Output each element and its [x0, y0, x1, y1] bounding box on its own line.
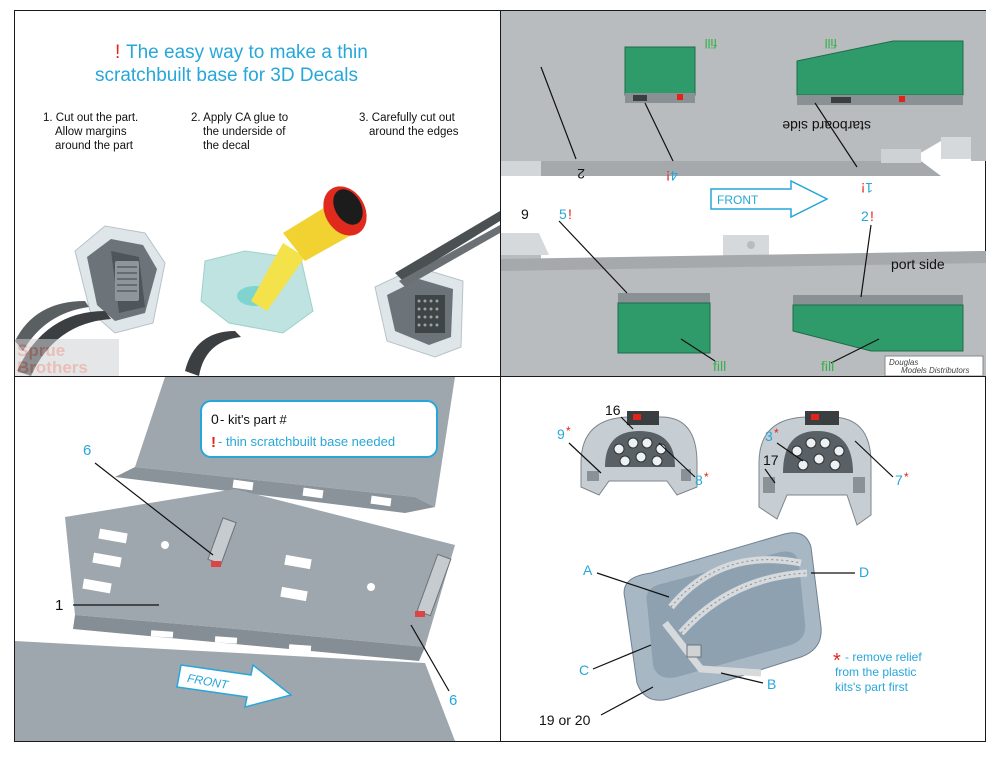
port-part-5: 5 [559, 206, 567, 222]
rudder-pedal-right [415, 553, 452, 617]
note-line2: from the plastic [835, 665, 916, 679]
cockpit-star-8: * [704, 470, 709, 484]
cockpit-part-16: 16 [605, 402, 621, 418]
pilot-seat [623, 532, 822, 701]
title-line2: scratchbuilt base for 3D Decals [95, 65, 358, 86]
note-star: * [833, 650, 841, 672]
step2-line3: the decal [203, 140, 250, 152]
cockpit-part-17: 17 [763, 452, 779, 468]
seat-part-A: A [583, 562, 593, 578]
title-bang: ! [115, 42, 120, 63]
starboard-bang-4: ! [666, 168, 670, 184]
cockpit-part-9: 9 [557, 426, 565, 442]
port-part-9: 9 [521, 206, 529, 222]
starboard-bang-1: ! [861, 180, 865, 196]
watermark-line1: Sprue [17, 341, 65, 360]
legend-bang: ! [211, 434, 216, 451]
seat-part-19-or-20: 19 or 20 [539, 712, 591, 728]
floor-plate [65, 489, 455, 647]
floor-part-6-bottom: 6 [449, 692, 457, 709]
cockpit-star-3: * [774, 426, 779, 440]
port-bang-5: ! [568, 206, 572, 222]
seat-part-D: D [859, 564, 869, 580]
fuselage-illustration: fill fill 2 ! 4 ! 1 starboard side FRONT [501, 11, 986, 376]
rudder-pedal-left [207, 517, 237, 567]
legend-zero-text: - kit's part # [220, 412, 288, 427]
front-label-top: FRONT [717, 193, 759, 207]
seat-part-B: B [767, 676, 776, 692]
step2-line2: the underside of [203, 126, 286, 138]
starboard-part-1: 1 [865, 180, 873, 196]
port-part-2: 2 [861, 208, 869, 224]
step3-line2: around the edges [369, 126, 459, 138]
port-decal-rear [792, 295, 964, 352]
legend-zero: 0 [211, 411, 219, 427]
legend-box: 0 - kit's part # ! - thin scratchbuilt b… [200, 400, 438, 458]
legend-bang-text: - thin scratchbuilt base needed [218, 434, 395, 449]
instrument-panel-left [580, 411, 698, 496]
starboard-side-label: starboard side [782, 118, 871, 134]
panel-base-howto: ! The easy way to make a thin scratchbui… [15, 11, 500, 376]
port-bang-2: ! [870, 208, 874, 224]
cockpit-illustration: 16 9 * 8 * 3 * 17 7 * A D C [539, 402, 922, 728]
panel-cockpit-floor: FRONT 0 - kit's part # ! - thin scratchb… [15, 377, 500, 741]
cockpit-part-8: 8 [695, 472, 703, 488]
step1-line2: Allow margins [55, 126, 127, 138]
floor-part-6-top: 6 [83, 442, 91, 459]
step1-line1: 1. Cut out the part. [43, 112, 138, 124]
floor-part-1: 1 [55, 597, 63, 614]
horizontal-divider [14, 376, 986, 377]
starboard-fill-rear: fill [825, 36, 837, 51]
front-arrow-top: FRONT [710, 179, 829, 219]
title-line1: The easy way to make a thin [126, 42, 368, 63]
howto-illustration: ! The easy way to make a thin scratchbui… [15, 42, 500, 376]
port-fill-rear: fill [821, 358, 834, 374]
note-line1: - remove relief [845, 650, 922, 664]
distributor-line2: Models [901, 366, 927, 375]
douglas-models-logo: Douglas Models Distributors [884, 355, 984, 376]
starboard-part-2: 2 [577, 166, 585, 182]
port-fill-front: fill [713, 358, 726, 374]
step2-line1: 2. Apply CA glue to [191, 112, 288, 124]
starboard-decal-front [624, 46, 696, 103]
panel-instrument-seat: 16 9 * 8 * 3 * 17 7 * A D C [501, 377, 986, 741]
front-arrow-floor: FRONT [176, 663, 293, 709]
cockpit-star-7: * [904, 470, 909, 484]
distributor-line1: Douglas [889, 358, 918, 367]
cockpit-star-9: * [566, 424, 571, 438]
panel-fuselage-sides: fill fill 2 ! 4 ! 1 starboard side FRONT [501, 11, 986, 376]
port-decal-front [617, 293, 711, 354]
sprue-brothers-watermark: Sprue Brothers [15, 339, 119, 376]
step3-line1: 3. Carefully cut out [359, 112, 456, 124]
port-side-label: port side [891, 256, 945, 272]
step2-photo [185, 186, 367, 376]
seat-part-C: C [579, 662, 589, 678]
cockpit-part-7: 7 [895, 472, 903, 488]
note-line3: kits's part first [835, 680, 909, 694]
step3-photo [374, 211, 500, 358]
starboard-part-4: 4 [670, 168, 678, 184]
distributor-line3: Distributors [929, 366, 969, 375]
watermark-line2: Brothers [17, 358, 88, 376]
floor-illustration: FRONT 0 - kit's part # ! - thin scratchb… [15, 377, 457, 741]
instrument-panel-right [758, 411, 872, 526]
starboard-decal-rear [796, 40, 964, 105]
step1-line3: around the part [55, 140, 134, 152]
starboard-fill-front: fill [705, 36, 717, 51]
cockpit-part-3: 3 [765, 428, 773, 444]
